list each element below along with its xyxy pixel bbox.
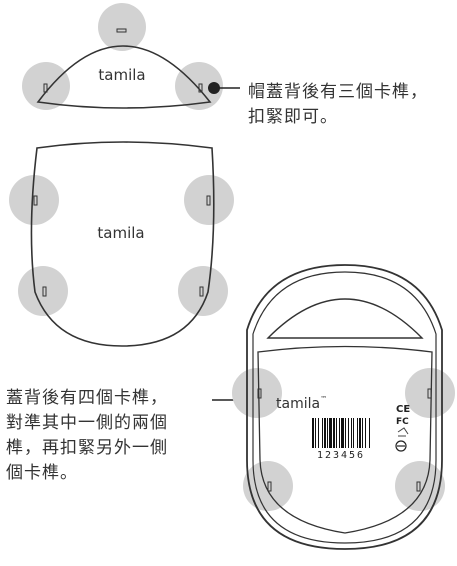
- barcode-bar: [365, 418, 366, 448]
- recycle-icon: [397, 427, 409, 437]
- cap-cover: tamila: [22, 3, 223, 110]
- callout-cap-cover: 帽蓋背後有三個卡榫， 扣緊即可。: [248, 80, 428, 130]
- device-body: tamila™ 123456 CE FC: [232, 264, 455, 550]
- device-body-inner-outline: [252, 271, 437, 544]
- device-cover-edge: [257, 345, 433, 534]
- cap-snap-tab-top: [116, 28, 127, 33]
- barcode-bar: [341, 418, 344, 448]
- barcode-bar: [339, 418, 340, 448]
- ce-mark-icon: CE: [396, 404, 410, 415]
- cover-snap-tab-upper-left: [33, 195, 38, 206]
- barcode-bar: [351, 418, 352, 448]
- snap-highlight-body-upper-right: [405, 368, 455, 418]
- fcc-mark-icon: FC: [396, 417, 409, 427]
- body-snap-tab-upper-left: [257, 388, 262, 399]
- cap-cover-outline: [36, 45, 212, 109]
- device-brand-name: tamila: [276, 396, 320, 412]
- callout-line: 蓋背後有四個卡榫，: [6, 388, 168, 408]
- barcode-bar: [327, 418, 328, 448]
- barcode-bar: [345, 418, 346, 448]
- callout-line: 對準其中一側的兩個: [6, 413, 168, 433]
- device-brand-logo: tamila™: [276, 395, 327, 412]
- cap-snap-tab-left: [43, 83, 48, 93]
- barcode: [312, 418, 370, 448]
- bottom-cover-outline: [30, 141, 215, 347]
- snap-highlight-cap-left: [22, 62, 70, 110]
- body-snap-tab-lower-right: [416, 481, 421, 492]
- device-top-window: [266, 298, 424, 339]
- callout-line: 扣緊即可。: [248, 107, 338, 127]
- cover-brand-logo: tamila: [97, 224, 144, 242]
- snap-highlight-cap-top: [98, 3, 146, 51]
- snap-highlight-body-upper-left: [232, 368, 282, 418]
- barcode-bar: [359, 418, 361, 448]
- cover-snap-tab-lower-right: [199, 286, 204, 297]
- barcode-bar: [318, 418, 319, 448]
- callout-bottom-cover: 蓋背後有四個卡榫， 對準其中一側的兩個 榫，再扣緊另外一側 個卡榫。: [6, 386, 168, 486]
- device-body-outer-outline: [246, 264, 443, 550]
- barcode-bar: [357, 418, 358, 448]
- body-snap-tab-upper-right: [427, 388, 432, 399]
- bottom-cover: tamila: [9, 141, 234, 347]
- barcode-bar: [312, 418, 314, 448]
- barcode-bar: [324, 418, 326, 448]
- callout-pointer-top: [208, 82, 240, 94]
- barcode-bar: [348, 418, 349, 448]
- barcode-bar: [362, 418, 363, 448]
- cap-snap-tab-right: [198, 83, 203, 93]
- snap-highlight-cover-upper-right: [184, 175, 234, 225]
- barcode-bar: [333, 418, 335, 448]
- disposal-icon: [395, 440, 407, 452]
- barcode-bar: [322, 418, 323, 448]
- barcode-bar: [353, 418, 354, 448]
- barcode-bar: [336, 418, 337, 448]
- device-brand-trademark: ™: [320, 395, 327, 403]
- barcode-bar: [315, 418, 316, 448]
- barcode-bar: [369, 418, 370, 448]
- body-snap-tab-lower-left: [267, 481, 272, 492]
- cover-snap-tab-upper-right: [206, 195, 211, 206]
- callout-line: 帽蓋背後有三個卡榫，: [248, 82, 428, 102]
- barcode-number: 123456: [317, 450, 365, 461]
- callout-line: 個卡榫。: [6, 463, 78, 483]
- cover-snap-tab-lower-left: [42, 286, 47, 297]
- callout-line: 榫，再扣緊另外一側: [6, 438, 168, 458]
- barcode-bar: [329, 418, 332, 448]
- cap-brand-logo: tamila: [98, 66, 145, 84]
